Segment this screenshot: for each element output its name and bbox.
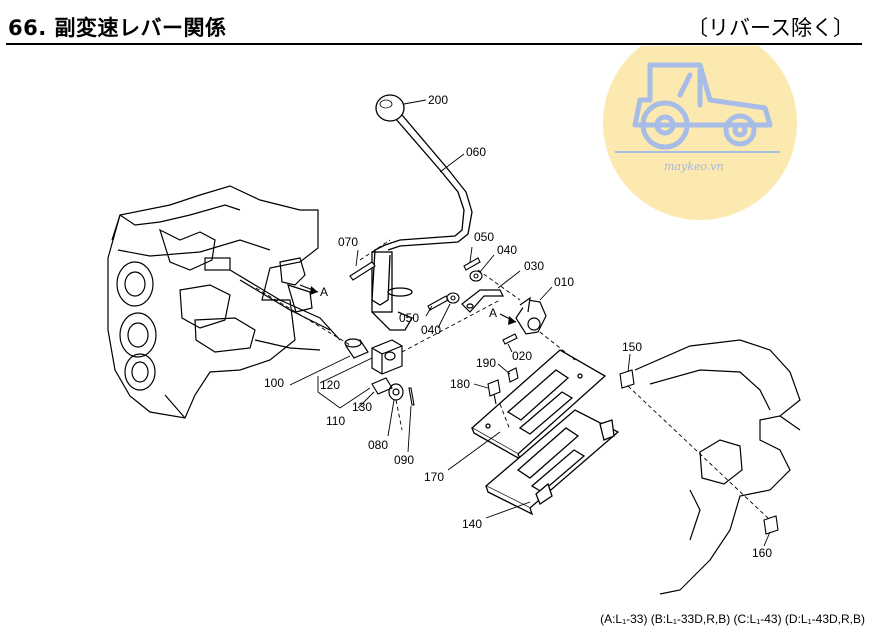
- label-040-upper: 040: [497, 243, 517, 257]
- watermark-text: maykeo.vn: [664, 160, 724, 173]
- pin-130: [371, 377, 393, 395]
- pin-020: [502, 333, 518, 345]
- bolt-180: [487, 379, 501, 405]
- label-010: 010: [554, 275, 574, 289]
- label-070: 070: [338, 235, 358, 249]
- label-190: 190: [476, 356, 496, 370]
- link-030: [461, 289, 504, 313]
- label-050-lower: 050: [399, 311, 419, 325]
- label-040-lower: 040: [421, 323, 441, 337]
- bolt-160: [763, 515, 779, 535]
- transmission-housing: [107, 185, 341, 419]
- watermark-logo: maykeo.vn: [603, 46, 797, 220]
- parts-diagram: maykeo.vn: [107, 46, 801, 595]
- label-110: 110: [326, 414, 345, 428]
- guide-plate-170: [470, 349, 607, 461]
- arm-010: [515, 296, 547, 335]
- label-150: 150: [622, 340, 642, 354]
- page-title: 66. 副変速レバー関係: [8, 16, 227, 40]
- bushing-100: [344, 338, 369, 359]
- label-050-upper: 050: [474, 230, 494, 244]
- washer-040-upper: [469, 270, 483, 282]
- floor-panel: [634, 339, 801, 595]
- guide-plate-140: [484, 409, 620, 516]
- arrow-a-arm: [499, 313, 517, 325]
- bolt-150: [619, 369, 635, 389]
- header-rule: [6, 43, 862, 45]
- label-030: 030: [524, 259, 544, 273]
- label-100: 100: [264, 376, 284, 390]
- washer-040-lower: [446, 292, 460, 304]
- label-090: 090: [394, 453, 414, 467]
- page-subtitle: 〔リバース除く〕: [687, 16, 854, 40]
- alignment-lines: [255, 239, 771, 521]
- label-060: 060: [466, 145, 486, 159]
- lever-knob: [375, 94, 405, 122]
- label-080: 080: [368, 438, 388, 452]
- label-a-arm: A: [489, 306, 497, 320]
- label-180: 180: [450, 377, 470, 391]
- model-legend: (A:L₁-33) (B:L₁-33D,R,B) (C:L₁-43) (D:L₁…: [600, 612, 865, 626]
- leader-lines: [289, 99, 771, 547]
- label-130: 130: [352, 400, 372, 414]
- label-200: 200: [428, 93, 448, 107]
- shift-lever: [371, 114, 473, 331]
- tractor-icon: [632, 62, 773, 150]
- bolt-190: [507, 367, 519, 383]
- block-120: [371, 339, 403, 375]
- label-020: 020: [512, 349, 532, 363]
- washer-080: [388, 383, 404, 401]
- page-header: 66. 副変速レバー関係 〔リバース除く〕: [0, 0, 872, 46]
- label-140: 140: [462, 517, 482, 531]
- arrow-a-housing: [299, 284, 319, 295]
- split-pin-090: [408, 387, 415, 406]
- label-120: 120: [320, 378, 340, 392]
- label-170: 170: [424, 470, 444, 484]
- label-a-housing: A: [320, 285, 328, 299]
- pin-070: [349, 261, 376, 281]
- label-160: 160: [752, 546, 772, 560]
- pin-050-upper: [463, 257, 481, 271]
